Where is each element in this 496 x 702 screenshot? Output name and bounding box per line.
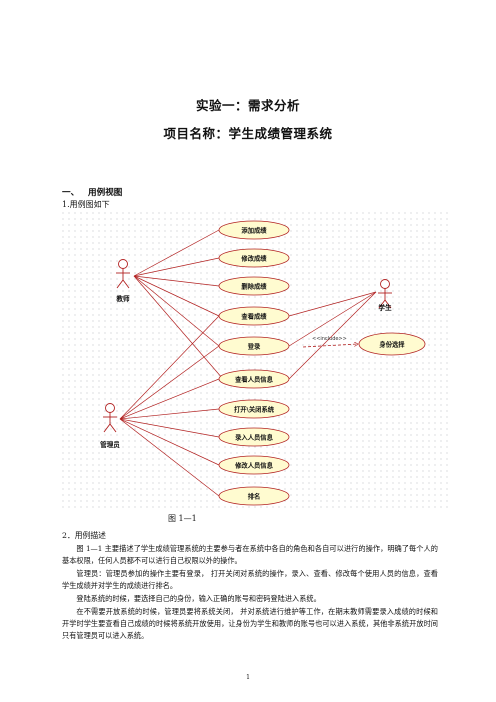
subheading-use-case-diagram: 1.用例图如下 [62, 200, 110, 209]
use-case-ranking-label: 排名 [248, 491, 261, 500]
teacher-association-login [133, 275, 220, 347]
admin-association-view-personnel [119, 378, 220, 420]
student-association-view-personnel [288, 291, 377, 380]
admin-association-modify-personnel [119, 418, 220, 466]
use-case-login: 登录 [218, 336, 290, 356]
use-case-toggle-system: 打开\关闭系统 [218, 399, 290, 419]
use-case-identity-select-label: 身份选择 [379, 340, 405, 349]
paragraph-2: 管理员：管理员参加的操作主要有登录， 打开关闭对系统的操作，录入、查看、修改每个… [62, 569, 438, 590]
use-case-identity-select: 身份选择 [358, 332, 426, 356]
teacher-association-modify-grade [133, 257, 220, 277]
association-lines [119, 229, 377, 497]
admin-association-toggle-system [119, 408, 220, 420]
include-label: <<include>> [312, 336, 347, 342]
use-case-modify-grade-label: 修改成绩 [240, 253, 267, 262]
actor-admin-label: 管理员 [100, 440, 120, 449]
admin-association-view-grade [119, 315, 220, 420]
use-case-diagram: 添加成绩修改成绩删除成绩查看成绩登录查看人员信息打开\关闭系统录入人员信息修改人… [62, 212, 452, 510]
teacher-association-add-grade [133, 229, 220, 277]
paragraph-3: 登陆系统的时候，要选择自己的身份，输入正确的账号和密码登陆进入系统。 [76, 594, 321, 603]
project-title: 项目名称：学生成绩管理系统 [163, 126, 333, 141]
include-dependency-line [302, 344, 358, 348]
use-case-group: 添加成绩修改成绩删除成绩查看成绩登录查看人员信息打开\关闭系统录入人员信息修改人… [218, 220, 290, 506]
teacher-association-view-grade [133, 275, 220, 317]
use-case-view-grade-label: 查看成绩 [241, 311, 267, 320]
document-title: 实验一：需求分析 [195, 98, 300, 113]
use-case-add-grade-label: 添加成绩 [241, 225, 267, 234]
admin-association-login [119, 345, 220, 420]
admin-association-ranking [119, 418, 220, 497]
use-case-view-grade: 查看成绩 [218, 306, 290, 326]
use-case-delete-grade-label: 删除成绩 [241, 281, 267, 290]
use-case-modify-grade: 修改成绩 [218, 248, 290, 268]
actor-teacher-label: 教师 [115, 294, 130, 303]
use-case-modify-personnel-label: 修改人员信息 [234, 460, 273, 469]
use-case-view-personnel-label: 查看人员信息 [235, 374, 273, 383]
actor-student [378, 279, 392, 309]
teacher-association-delete-grade [133, 275, 220, 287]
section-number: 一、 [62, 188, 80, 198]
actor-student-label: 学生 [378, 303, 392, 312]
section-heading: 一、用例视图 [62, 186, 122, 198]
student-association-view-grade [288, 291, 377, 317]
admin-association-enter-personnel [119, 418, 220, 438]
use-case-add-grade: 添加成绩 [218, 220, 290, 240]
use-case-login-label: 登录 [247, 341, 261, 350]
use-case-modify-personnel: 修改人员信息 [218, 455, 290, 475]
use-case-delete-grade: 删除成绩 [218, 276, 290, 296]
use-case-toggle-system-label: 打开\关闭系统 [234, 404, 275, 413]
use-case-enter-personnel: 录入人员信息 [218, 427, 290, 447]
teacher-association-view-personnel [133, 275, 224, 380]
subheading-use-case-description: 2．用例描述 [62, 531, 106, 540]
paragraph-1: 图 1—1 主要描述了学生成绩管理系统的主要参与者在系统中各自的角色和各自可以进… [62, 544, 438, 565]
use-case-ranking: 排名 [218, 486, 290, 506]
figure-caption: 图 1—1 [168, 514, 197, 523]
section-title: 用例视图 [88, 188, 123, 198]
paragraph-4: 在不需要开放系统的时候，管理员要将系统关闭， 并对系统进行维护等工作，在期末教师… [62, 607, 438, 640]
page-number: 1 [246, 674, 250, 681]
student-association-login [288, 291, 377, 347]
actor-teacher [116, 259, 130, 289]
use-case-enter-personnel-label: 录入人员信息 [235, 432, 273, 441]
actor-admin [103, 403, 117, 433]
use-case-view-personnel: 查看人员信息 [218, 369, 290, 389]
